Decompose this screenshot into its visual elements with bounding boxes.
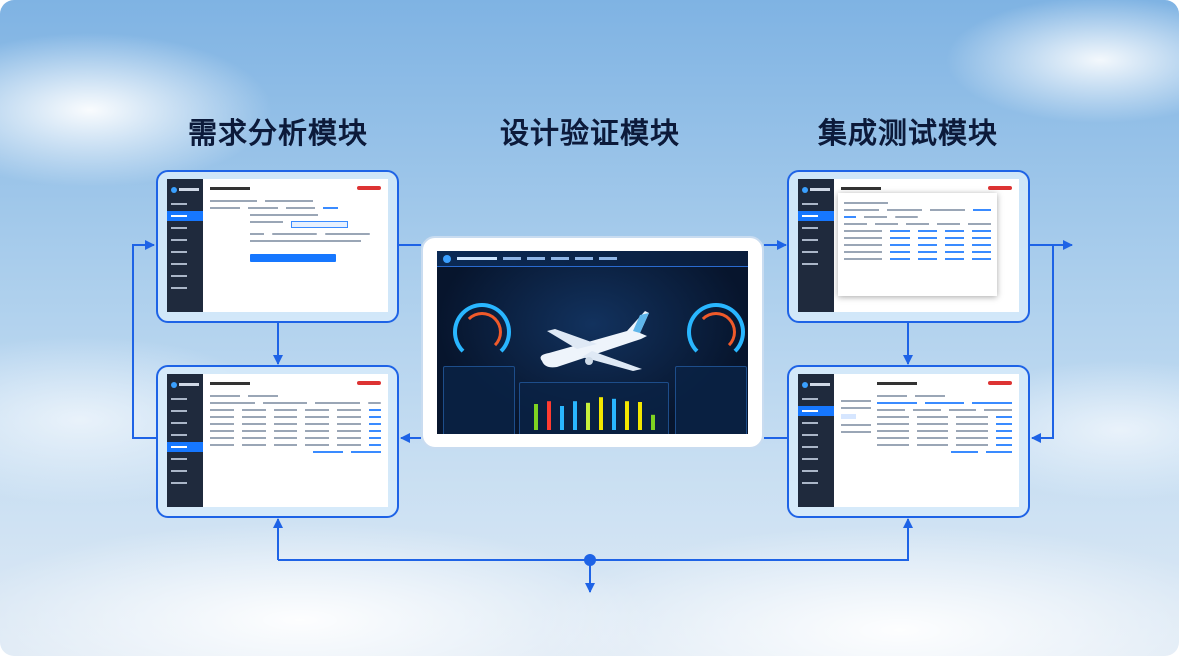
dashboard-header [437, 251, 748, 267]
dashboard-logo-icon [443, 254, 451, 263]
chart-bar [534, 404, 538, 430]
chart-bar [573, 401, 577, 430]
bar-chart-panel [519, 382, 669, 434]
left-data-panel [443, 366, 515, 434]
bar-chart [534, 397, 655, 430]
chart-bar [625, 401, 629, 430]
chart-bar [638, 402, 642, 430]
left-gauge-icon [453, 303, 511, 361]
chart-bar [586, 402, 590, 430]
requirements-form-screenshot [156, 170, 399, 323]
chart-bar [547, 401, 551, 430]
title-integration-module: 集成测试模块 [817, 116, 998, 150]
chart-bar [560, 406, 564, 430]
right-gauge-icon [687, 303, 745, 361]
right-data-panel [675, 366, 747, 434]
integration-test-list-screenshot [787, 365, 1030, 518]
title-requirements-module: 需求分析模块 [187, 116, 368, 150]
integration-test-dialog-screenshot [787, 170, 1030, 323]
airplane-icon [540, 311, 649, 371]
chart-bar [651, 414, 655, 430]
design-verification-dashboard [421, 236, 764, 449]
test-dialog [838, 193, 997, 296]
requirements-list-screenshot [156, 365, 399, 518]
chart-bar [599, 397, 603, 430]
title-design-module: 设计验证模块 [499, 116, 680, 150]
chart-bar [612, 398, 616, 430]
